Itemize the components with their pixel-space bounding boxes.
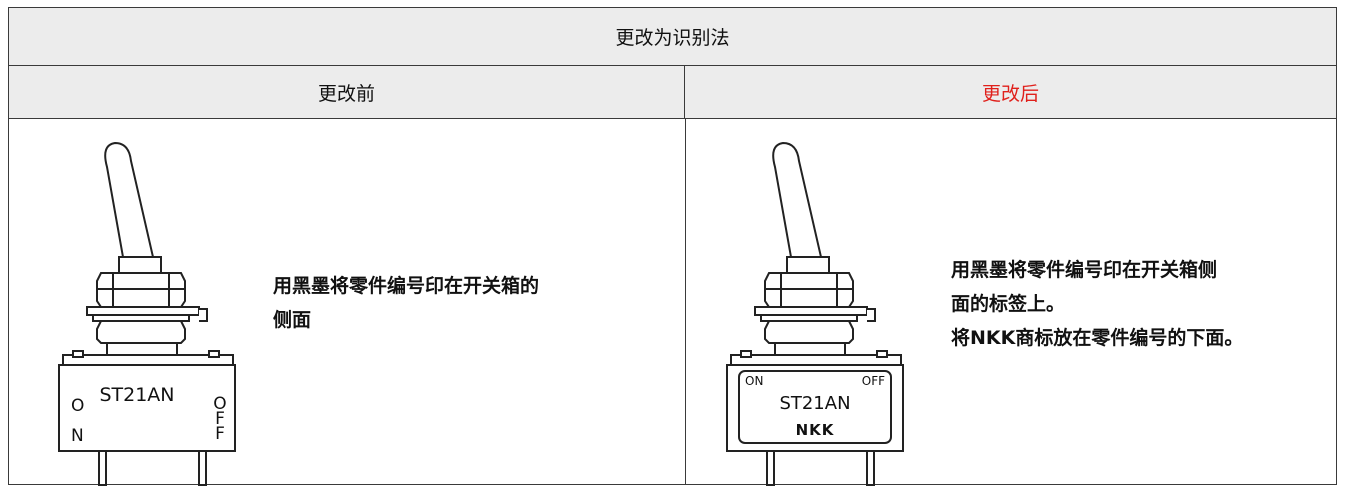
before-off-label-f1: F (215, 409, 225, 429)
after-model-label: ST21AN (779, 393, 850, 414)
after-off-label: OFF (862, 374, 885, 388)
column-header-after: 更改后 (981, 82, 1039, 105)
after-description: 用黑墨将零件编号印在开关箱侧 面的标签上。 将NKK商标放在零件编号的下面。 (951, 259, 1244, 349)
column-divider (685, 119, 686, 484)
column-header-row: 更改前 更改后 (9, 66, 1336, 119)
after-brand-logo: NKK (796, 421, 835, 439)
before-on-label-bottom: N (71, 426, 84, 446)
table-title: 更改为识别法 (9, 8, 1336, 66)
toggle-switch-before-illustration: ST21AN O N O F F (58, 141, 236, 486)
content-row: ST21AN O N O F F 用黑墨将零件编号印在开关箱的 侧面 (9, 119, 1336, 486)
before-model-label: ST21AN (99, 384, 174, 406)
before-on-label-top: O (71, 396, 84, 416)
before-off-label-o: O (213, 394, 226, 414)
column-header-before: 更改前 (9, 66, 685, 118)
before-off-label-f2: F (215, 424, 225, 444)
comparison-table: 更改为识别法 更改前 更改后 (8, 7, 1337, 486)
before-description: 用黑墨将零件编号印在开关箱的 侧面 (273, 275, 540, 331)
toggle-switch-after-illustration: ON OFF ST21AN NKK (726, 141, 904, 486)
after-on-label: ON (745, 374, 763, 388)
